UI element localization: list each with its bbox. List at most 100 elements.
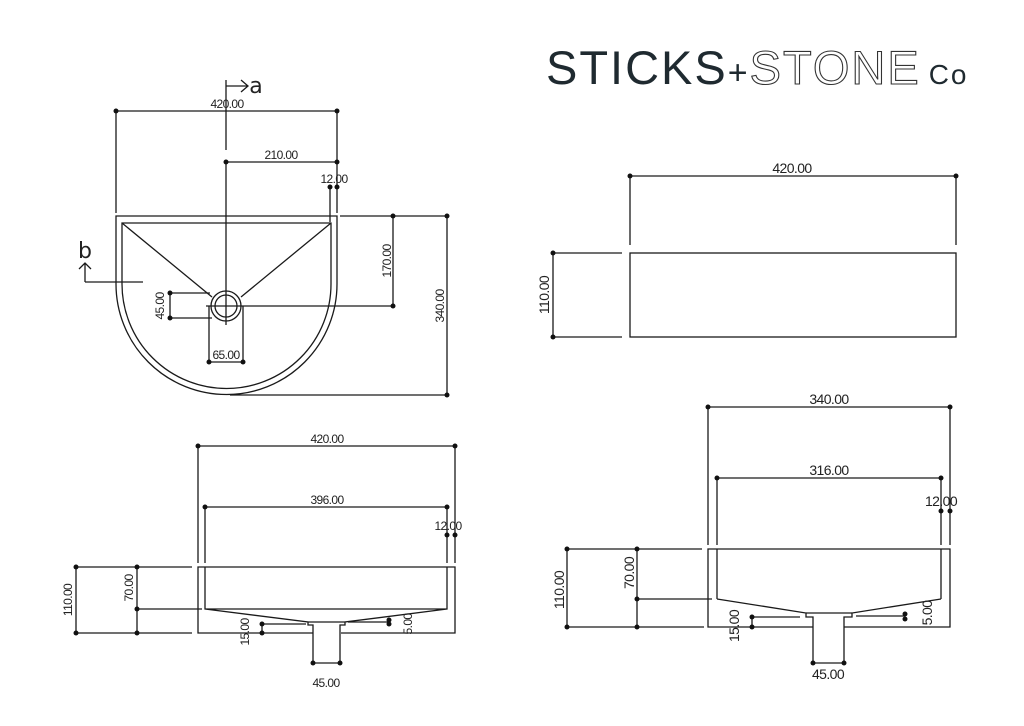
dim-width: 420.00: [210, 97, 244, 111]
drawing-line: [75, 445, 456, 664]
dim-base: 15.00: [726, 609, 742, 642]
dim-base: 15.00: [238, 618, 252, 646]
dim-width: 340.00: [809, 391, 849, 407]
dimension-endpoint: [134, 606, 140, 612]
drawing-line: [121, 222, 332, 298]
dimension-endpoint: [206, 359, 212, 365]
dimension-endpoint: [634, 624, 640, 630]
dimension-endpoint: [452, 443, 458, 449]
dimension-endpoint: [444, 213, 450, 219]
dimension-endpoint: [749, 624, 755, 630]
dimension-endpoint: [334, 184, 340, 190]
dim-drain-inner: 45.00: [153, 292, 167, 320]
dim-bowl-depth: 70.00: [122, 574, 136, 602]
dimension-endpoint: [452, 532, 458, 538]
dim-rim: 12.00: [320, 172, 348, 186]
drawing-line: [566, 406, 951, 664]
dim-drain: 45.00: [312, 676, 340, 690]
dim-half-width: 210.00: [264, 148, 298, 162]
dimension-endpoint: [386, 621, 392, 627]
logo-plus: +: [728, 54, 750, 92]
logo-suffix: Co: [929, 59, 969, 90]
dimension-endpoint: [113, 108, 119, 114]
dim-inner-width: 316.00: [809, 462, 849, 478]
dim-width: 420.00: [310, 432, 344, 446]
dimension-endpoint: [714, 475, 720, 481]
basin-inner: [121, 222, 332, 390]
dimension-endpoint: [705, 404, 711, 410]
dimension-endpoint: [167, 315, 173, 321]
dim-bowl-depth: 70.00: [621, 556, 637, 589]
dimension-endpoint: [202, 504, 208, 510]
dimension-endpoint: [73, 564, 79, 570]
plan-view: a b 420.00 210.00 12.00 170.00 340.00 45…: [78, 74, 450, 398]
dimension-endpoint: [938, 475, 944, 481]
dimension-endpoint: [938, 508, 944, 514]
front-section: 420.00 396.00 12.00 110.00 70.00 15.00 5…: [61, 432, 463, 690]
dimension-endpoint: [550, 334, 556, 340]
dim-drain-outer: 65.00: [212, 348, 240, 362]
brand-logo: STICKS+STONE Co: [546, 40, 968, 94]
logo-part2: STONE: [750, 41, 921, 94]
dimension-endpoint: [634, 596, 640, 602]
dimension-endpoint: [73, 630, 79, 636]
section-b-label: b: [78, 239, 92, 264]
dimension-endpoint: [564, 546, 570, 552]
dimension-endpoint: [627, 173, 633, 179]
dim-rim: 12.00: [925, 493, 958, 509]
dimension-endpoint: [947, 508, 953, 514]
dimension-endpoint: [259, 621, 265, 627]
dimension-endpoint: [223, 159, 229, 165]
dimension-endpoint: [841, 660, 847, 666]
dimension-endpoint: [134, 630, 140, 636]
dimension-endpoint: [947, 404, 953, 410]
dimension-endpoint: [167, 290, 173, 296]
dim-rim: 12.00: [434, 519, 462, 533]
dim-depth: 340.00: [433, 289, 447, 323]
drawing-line: [552, 175, 957, 338]
dimension-endpoint: [444, 504, 450, 510]
dimension-endpoint: [195, 443, 201, 449]
drawing-line: [206, 79, 393, 325]
dimension-endpoint: [444, 532, 450, 538]
side-view: 420.00 110.00: [536, 160, 959, 340]
section-a-label: a: [249, 74, 262, 99]
dimension-endpoint: [334, 108, 340, 114]
dimension-endpoint: [550, 250, 556, 256]
dimension-endpoint: [310, 660, 316, 666]
side-section: 340.00 316.00 12.00 110.00 70.00 15.00 5…: [551, 391, 958, 682]
dimension-endpoint: [390, 213, 396, 219]
dimension-endpoint: [634, 546, 640, 552]
dimension-endpoint: [386, 617, 392, 623]
dimension-endpoint: [564, 624, 570, 630]
dim-height: 110.00: [551, 570, 567, 609]
logo-part1: STICKS: [546, 41, 728, 94]
group: [113, 108, 450, 398]
dimension-endpoint: [134, 564, 140, 570]
dim-slope: 5.00: [919, 600, 935, 626]
basin-outline: [115, 215, 338, 396]
dimension-endpoint: [444, 392, 450, 398]
body-outline: [629, 252, 957, 338]
dimension-endpoint: [810, 660, 816, 666]
dim-height: 110.00: [536, 275, 552, 314]
drawing-element: STICKS+STONE Co: [546, 41, 968, 94]
dim-inner-width: 396.00: [310, 493, 344, 507]
dimension-endpoint: [953, 173, 959, 179]
dim-drain: 45.00: [812, 666, 845, 682]
dimension-endpoint: [749, 614, 755, 620]
dimension-endpoint: [334, 159, 340, 165]
dimension-endpoint: [337, 660, 343, 666]
dim-width: 420.00: [772, 160, 812, 176]
dimension-endpoint: [240, 359, 246, 365]
dimension-endpoint: [327, 184, 333, 190]
drawing-line: [707, 548, 951, 663]
dim-height: 110.00: [61, 583, 75, 616]
dimension-endpoint: [902, 616, 908, 622]
dim-slope: 5.00: [401, 613, 415, 635]
drawing-line: [197, 566, 456, 662]
drawing-line: [78, 262, 143, 283]
dim-drain-offset: 170.00: [380, 244, 394, 278]
dimension-endpoint: [259, 630, 265, 636]
